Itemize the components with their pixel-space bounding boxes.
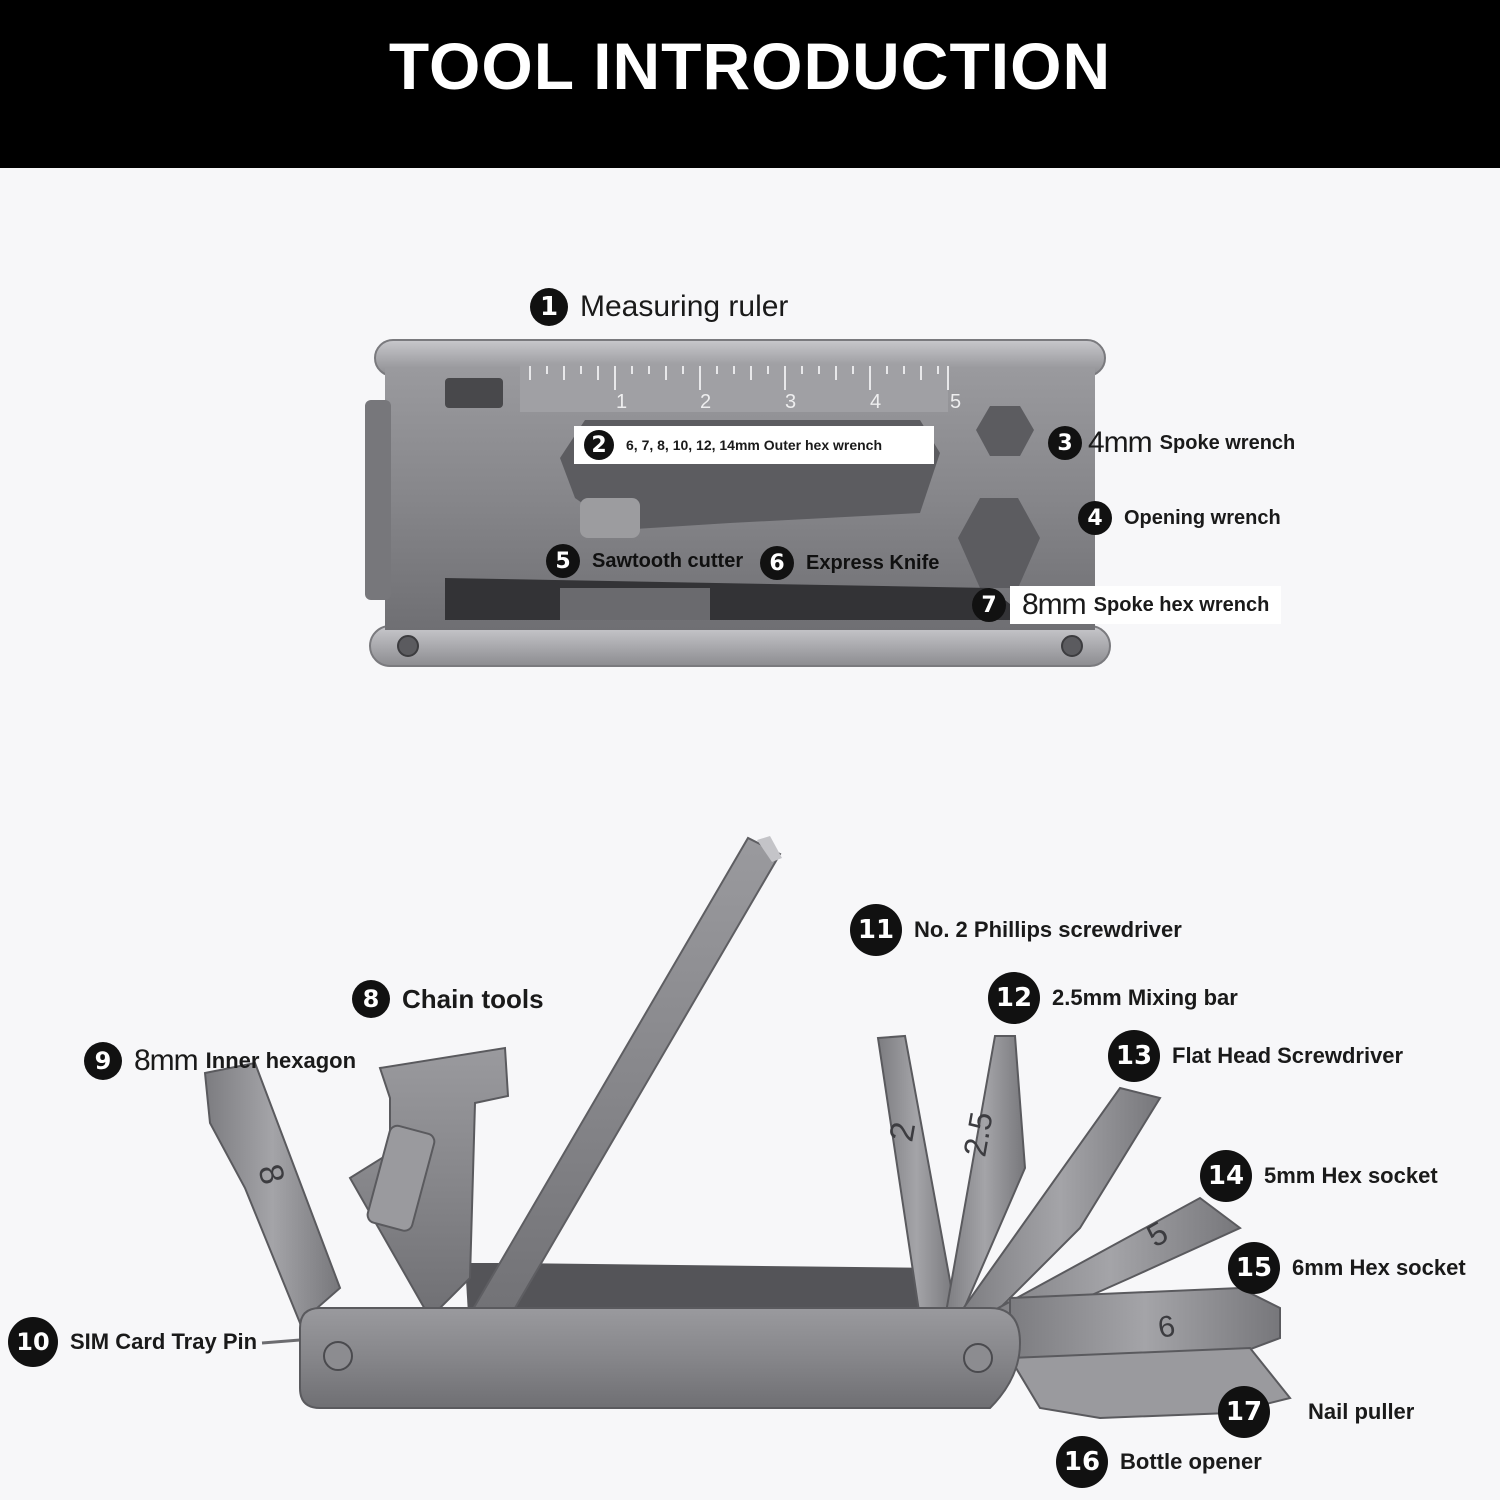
callout-sim-pin: 10 SIM Card Tray Pin [8, 1317, 257, 1367]
ruler-tick-5: 5 [950, 391, 961, 413]
callout-phillips-screwdriver: 11 No. 2 Phillips screwdriver [850, 904, 1182, 956]
side-tabs [365, 400, 391, 600]
handle-screw-right [963, 1343, 993, 1373]
header-banner: TOOL INTRODUCTION [0, 0, 1500, 168]
label-sim-pin: SIM Card Tray Pin [70, 1329, 258, 1354]
inner-hex-bit [203, 1061, 342, 1325]
lever-tip [757, 836, 782, 862]
callout-express-knife: 6 Express Knife [760, 546, 939, 580]
size-4mm: 4mm [1088, 426, 1153, 459]
badge-6: 6 [760, 546, 794, 580]
callout-hex-6mm: 15 6mm Hex socket [1228, 1242, 1466, 1294]
size-8mm-spoke: 8mm [1022, 588, 1087, 621]
callout-opening-wrench: 4 Opening wrench [1078, 501, 1281, 535]
multitool-illustration: 1 2 3 4 5 [203, 339, 1292, 1420]
badge-12: 12 [988, 972, 1040, 1024]
opening-wrench-hole [958, 498, 1040, 588]
closed-tool: 1 2 3 4 5 [365, 339, 1111, 667]
callout-flat-head: 13 Flat Head Screwdriver [1108, 1030, 1403, 1082]
thread-detail [580, 498, 640, 538]
badge-2: 2 [584, 430, 614, 460]
callout-mixing-bar: 12 2.5mm Mixing bar [988, 972, 1238, 1024]
callout-inner-hexagon: 9 8mm Inner hexagon [84, 1042, 356, 1080]
size-8mm-inner: 8mm [134, 1044, 199, 1077]
ruler-tick-3: 3 [785, 391, 796, 413]
mixing-bar-bit [943, 1035, 1027, 1319]
badge-4: 4 [1078, 501, 1112, 535]
sim-pin [261, 1338, 301, 1345]
page-title: TOOL INTRODUCTION [388, 29, 1112, 103]
label-express-knife: Express Knife [806, 551, 940, 574]
badge-16: 16 [1056, 1436, 1108, 1488]
callout-nail-puller: 17 Nail puller [1218, 1386, 1414, 1438]
callout-measuring-ruler: 1 Measuring ruler [530, 288, 788, 326]
bit-mark-6: 6 [1155, 1309, 1177, 1344]
label-chain-tools: Chain tools [402, 983, 544, 1014]
handle-screw-left [323, 1341, 353, 1371]
badge-15: 15 [1228, 1242, 1280, 1294]
callout-chain-tools: 8 Chain tools [352, 980, 544, 1018]
badge-10: 10 [8, 1317, 58, 1367]
callout-sawtooth-cutter: 5 Sawtooth cutter [546, 544, 743, 578]
ruler-tick-2: 2 [700, 391, 711, 413]
badge-1: 1 [530, 288, 568, 326]
badge-5: 5 [546, 544, 580, 578]
chain-tool-thread [366, 1124, 436, 1232]
ruler-numbers: 1 2 3 4 5 [616, 391, 961, 413]
badge-8: 8 [352, 980, 390, 1018]
badge-3: 3 [1048, 426, 1082, 460]
handle [299, 1307, 1022, 1409]
badge-7: 7 [972, 588, 1006, 622]
callout-outer-hex-wrench: 2 6, 7, 8, 10, 12, 14mm Outer hex wrench [574, 426, 934, 464]
badge-14: 14 [1200, 1150, 1252, 1202]
badge-9: 9 [84, 1042, 122, 1080]
label-inner-hexagon: Inner hexagon [205, 1048, 357, 1073]
ruler-tick-4: 4 [870, 391, 881, 413]
badge-13: 13 [1108, 1030, 1160, 1082]
label-hex-5mm: 5mm Hex socket [1264, 1163, 1438, 1188]
label-hex-6mm: 6mm Hex socket [1292, 1255, 1466, 1280]
label-outer-hex-wrench: 6, 7, 8, 10, 12, 14mm Outer hex wrench [626, 437, 883, 453]
saw-teeth [560, 588, 710, 620]
label-flat-head: Flat Head Screwdriver [1172, 1043, 1404, 1068]
top-slot [445, 378, 503, 408]
callout-hex-5mm: 14 5mm Hex socket [1200, 1150, 1438, 1202]
open-tool: 8 2 2.5 5 6 [203, 836, 1292, 1420]
flat-head-bit [958, 1086, 1162, 1330]
callout-spoke-hex-wrench: 7 8mm Spoke hex wrench [972, 586, 1282, 624]
ruler-tick-1: 1 [616, 391, 627, 413]
label-mixing-bar: 2.5mm Mixing bar [1052, 985, 1238, 1010]
callout-bottle-opener: 16 Bottle opener [1056, 1436, 1262, 1488]
label-measuring-ruler: Measuring ruler [580, 290, 789, 323]
chain-tool-body [348, 1046, 510, 1320]
ruler-ticks [529, 366, 949, 390]
label-opening-wrench: Opening wrench [1124, 506, 1281, 529]
label-nail-puller: Nail puller [1308, 1399, 1415, 1424]
bit-mark-2-5: 2.5 [956, 1109, 999, 1159]
spoke-wrench-hole [976, 406, 1034, 456]
badge-11: 11 [850, 904, 902, 956]
label-phillips-screwdriver: No. 2 Phillips screwdriver [914, 917, 1182, 942]
callout-spoke-wrench: 3 4mm Spoke wrench [1048, 426, 1295, 460]
label-spoke-hex-wrench: Spoke hex wrench [1093, 593, 1270, 616]
pivot-screw-left [397, 635, 419, 657]
label-spoke-wrench: Spoke wrench [1159, 431, 1296, 454]
product-photo-area: 1 2 3 4 5 [0, 168, 1500, 1500]
label-bottle-opener: Bottle opener [1120, 1449, 1262, 1474]
badge-17: 17 [1218, 1386, 1270, 1438]
pivot-screw-right [1061, 635, 1083, 657]
bottom-rail [369, 625, 1111, 667]
label-sawtooth-cutter: Sawtooth cutter [592, 549, 744, 572]
